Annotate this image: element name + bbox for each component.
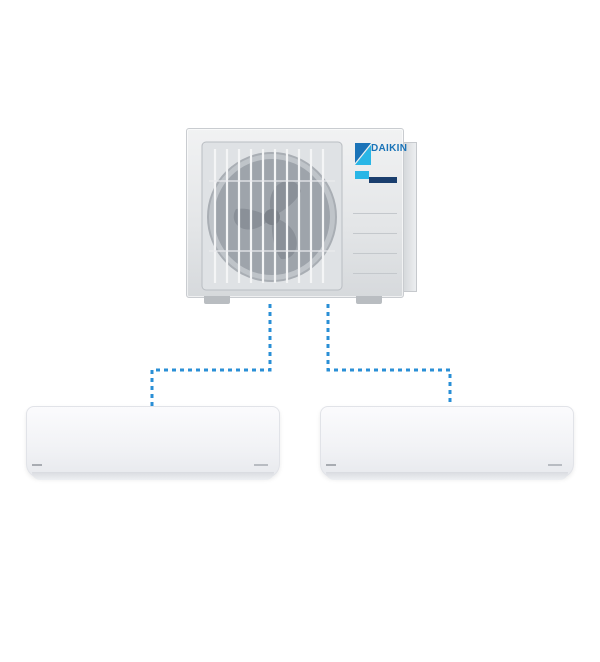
outdoor-condenser-unit: DAIKIN — [186, 128, 418, 304]
indoor-unit-indicator — [548, 464, 562, 466]
indoor-unit-air-vent — [326, 472, 568, 480]
connection-line-left — [150, 304, 272, 410]
connection-line-right — [326, 304, 452, 410]
indoor-unit-logo-mark — [326, 464, 336, 466]
outdoor-unit-foot-right — [356, 296, 382, 304]
indoor-unit-air-vent — [32, 472, 274, 480]
indoor-unit-indicator — [254, 464, 268, 466]
brand-name: DAIKIN — [371, 143, 408, 154]
indoor-unit-right — [320, 406, 574, 484]
wall-mounted-ac-icon — [320, 406, 574, 478]
outdoor-unit-foot-left — [204, 296, 230, 304]
fan-grille-icon — [201, 141, 343, 291]
outdoor-unit-body: DAIKIN — [186, 128, 408, 298]
wall-mounted-ac-icon — [26, 406, 280, 478]
outdoor-unit-side-panel — [402, 142, 417, 292]
indoor-unit-left — [26, 406, 280, 484]
outdoor-unit-service-panel — [351, 137, 399, 293]
indoor-unit-logo-mark — [32, 464, 42, 466]
daikin-logo-icon — [355, 143, 397, 183]
